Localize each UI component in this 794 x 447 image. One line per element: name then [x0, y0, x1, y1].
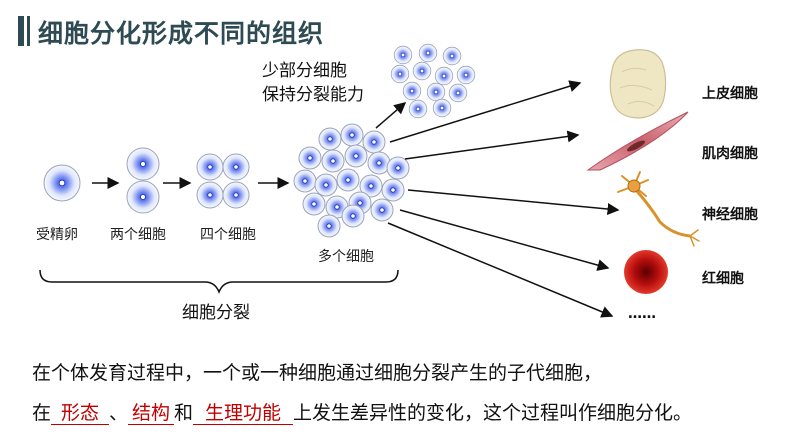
arrow-to-others	[387, 222, 614, 318]
cell-type-red-blood: 红细胞	[702, 271, 744, 287]
cell-type-epithelial: 上皮细胞	[702, 86, 758, 102]
arrow-to-stem-cells	[375, 102, 407, 129]
definition-line2: 在形态、结构和生理功能上发生差异性的变化，这个过程叫作细胞分化。	[32, 398, 692, 425]
red-blood-cell-image	[624, 250, 668, 294]
cell-type-more: ……	[628, 306, 656, 322]
stage-label-four-cells: 四个细胞	[200, 227, 256, 243]
arrow-to-epithelial	[389, 80, 582, 143]
two-cells	[126, 147, 160, 214]
stage-label-zygote: 受精卵	[36, 227, 78, 243]
title-accent-bar	[18, 16, 24, 46]
arrow-to-red-blood	[399, 209, 610, 271]
arrow-to-nerve	[407, 189, 620, 215]
nerve-cell-image	[617, 171, 700, 247]
stem-note-line1: 少部分细胞	[262, 61, 347, 81]
stage-label-two-cells: 两个细胞	[110, 227, 166, 243]
cell-type-nerve: 神经细胞	[702, 207, 758, 223]
definition-suffix: 上发生差异性的变化，这个过程叫作细胞分化。	[293, 402, 693, 424]
answer-blank-structure: 结构	[128, 402, 175, 425]
title-accent-bar-thin	[27, 16, 30, 46]
cell-type-muscle: 肌肉细胞	[702, 146, 758, 162]
division-label: 细胞分裂	[182, 303, 250, 323]
definition-prefix: 在	[32, 402, 52, 424]
definition-sep1: 、	[109, 402, 129, 424]
epithelial-cell-image	[609, 49, 667, 119]
answer-blank-morphology: 形态	[51, 402, 110, 425]
arrow-to-muscle	[404, 130, 580, 160]
muscle-cell-image	[586, 111, 689, 171]
stem-note-line2: 保持分裂能力	[262, 85, 364, 105]
definition-line1: 在个体发育过程中，一个或一种细胞通过细胞分裂产生的子代细胞，	[32, 362, 603, 384]
definition-sep2: 和	[174, 402, 194, 424]
zygote-cell	[43, 164, 81, 202]
four-cells	[196, 153, 250, 209]
answer-blank-function: 生理功能	[193, 402, 294, 425]
stage-label-many-cells: 多个细胞	[318, 249, 374, 265]
page-title: 细胞分化形成不同的组织	[38, 19, 325, 48]
stem-cells-cluster	[390, 43, 476, 119]
